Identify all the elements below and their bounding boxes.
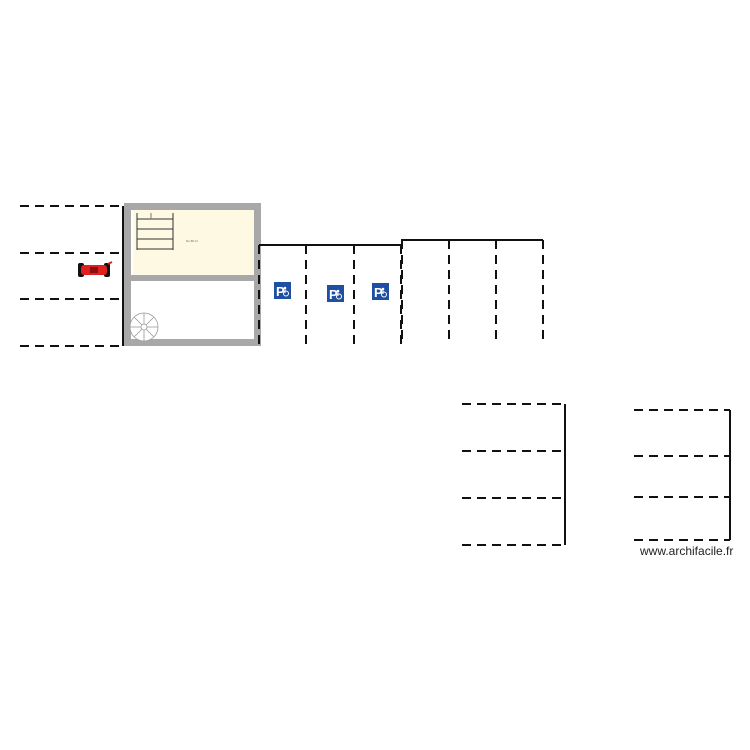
- room: [133, 209, 254, 275]
- parking-block-lower-right: [634, 409, 731, 541]
- parking-block-standard: [401, 239, 544, 343]
- parking-sign-letter: P: [329, 287, 338, 302]
- accessible-parking-sign: P: [372, 283, 389, 300]
- accessible-parking-sign: P: [327, 285, 344, 302]
- room-label: Nv ## m²: [186, 239, 198, 243]
- parking-sign-letter: P: [374, 285, 383, 300]
- building: [124, 203, 261, 346]
- wheelchair-icon: [381, 287, 387, 298]
- parking-block-lower-middle: [462, 403, 566, 546]
- stair-icon: [136, 213, 174, 250]
- watermark: www.archifacile.fr: [640, 544, 734, 558]
- parking-sign-letter: P: [276, 284, 285, 299]
- wheelchair-icon: [283, 286, 289, 297]
- accessible-parking-sign: P: [274, 282, 291, 299]
- wheelchair-icon: [336, 289, 342, 300]
- staircase-spiral-icon: [129, 312, 159, 342]
- atv-vehicle-icon: [78, 261, 113, 277]
- building-walls: [124, 203, 261, 346]
- parking-block-left: [20, 205, 124, 347]
